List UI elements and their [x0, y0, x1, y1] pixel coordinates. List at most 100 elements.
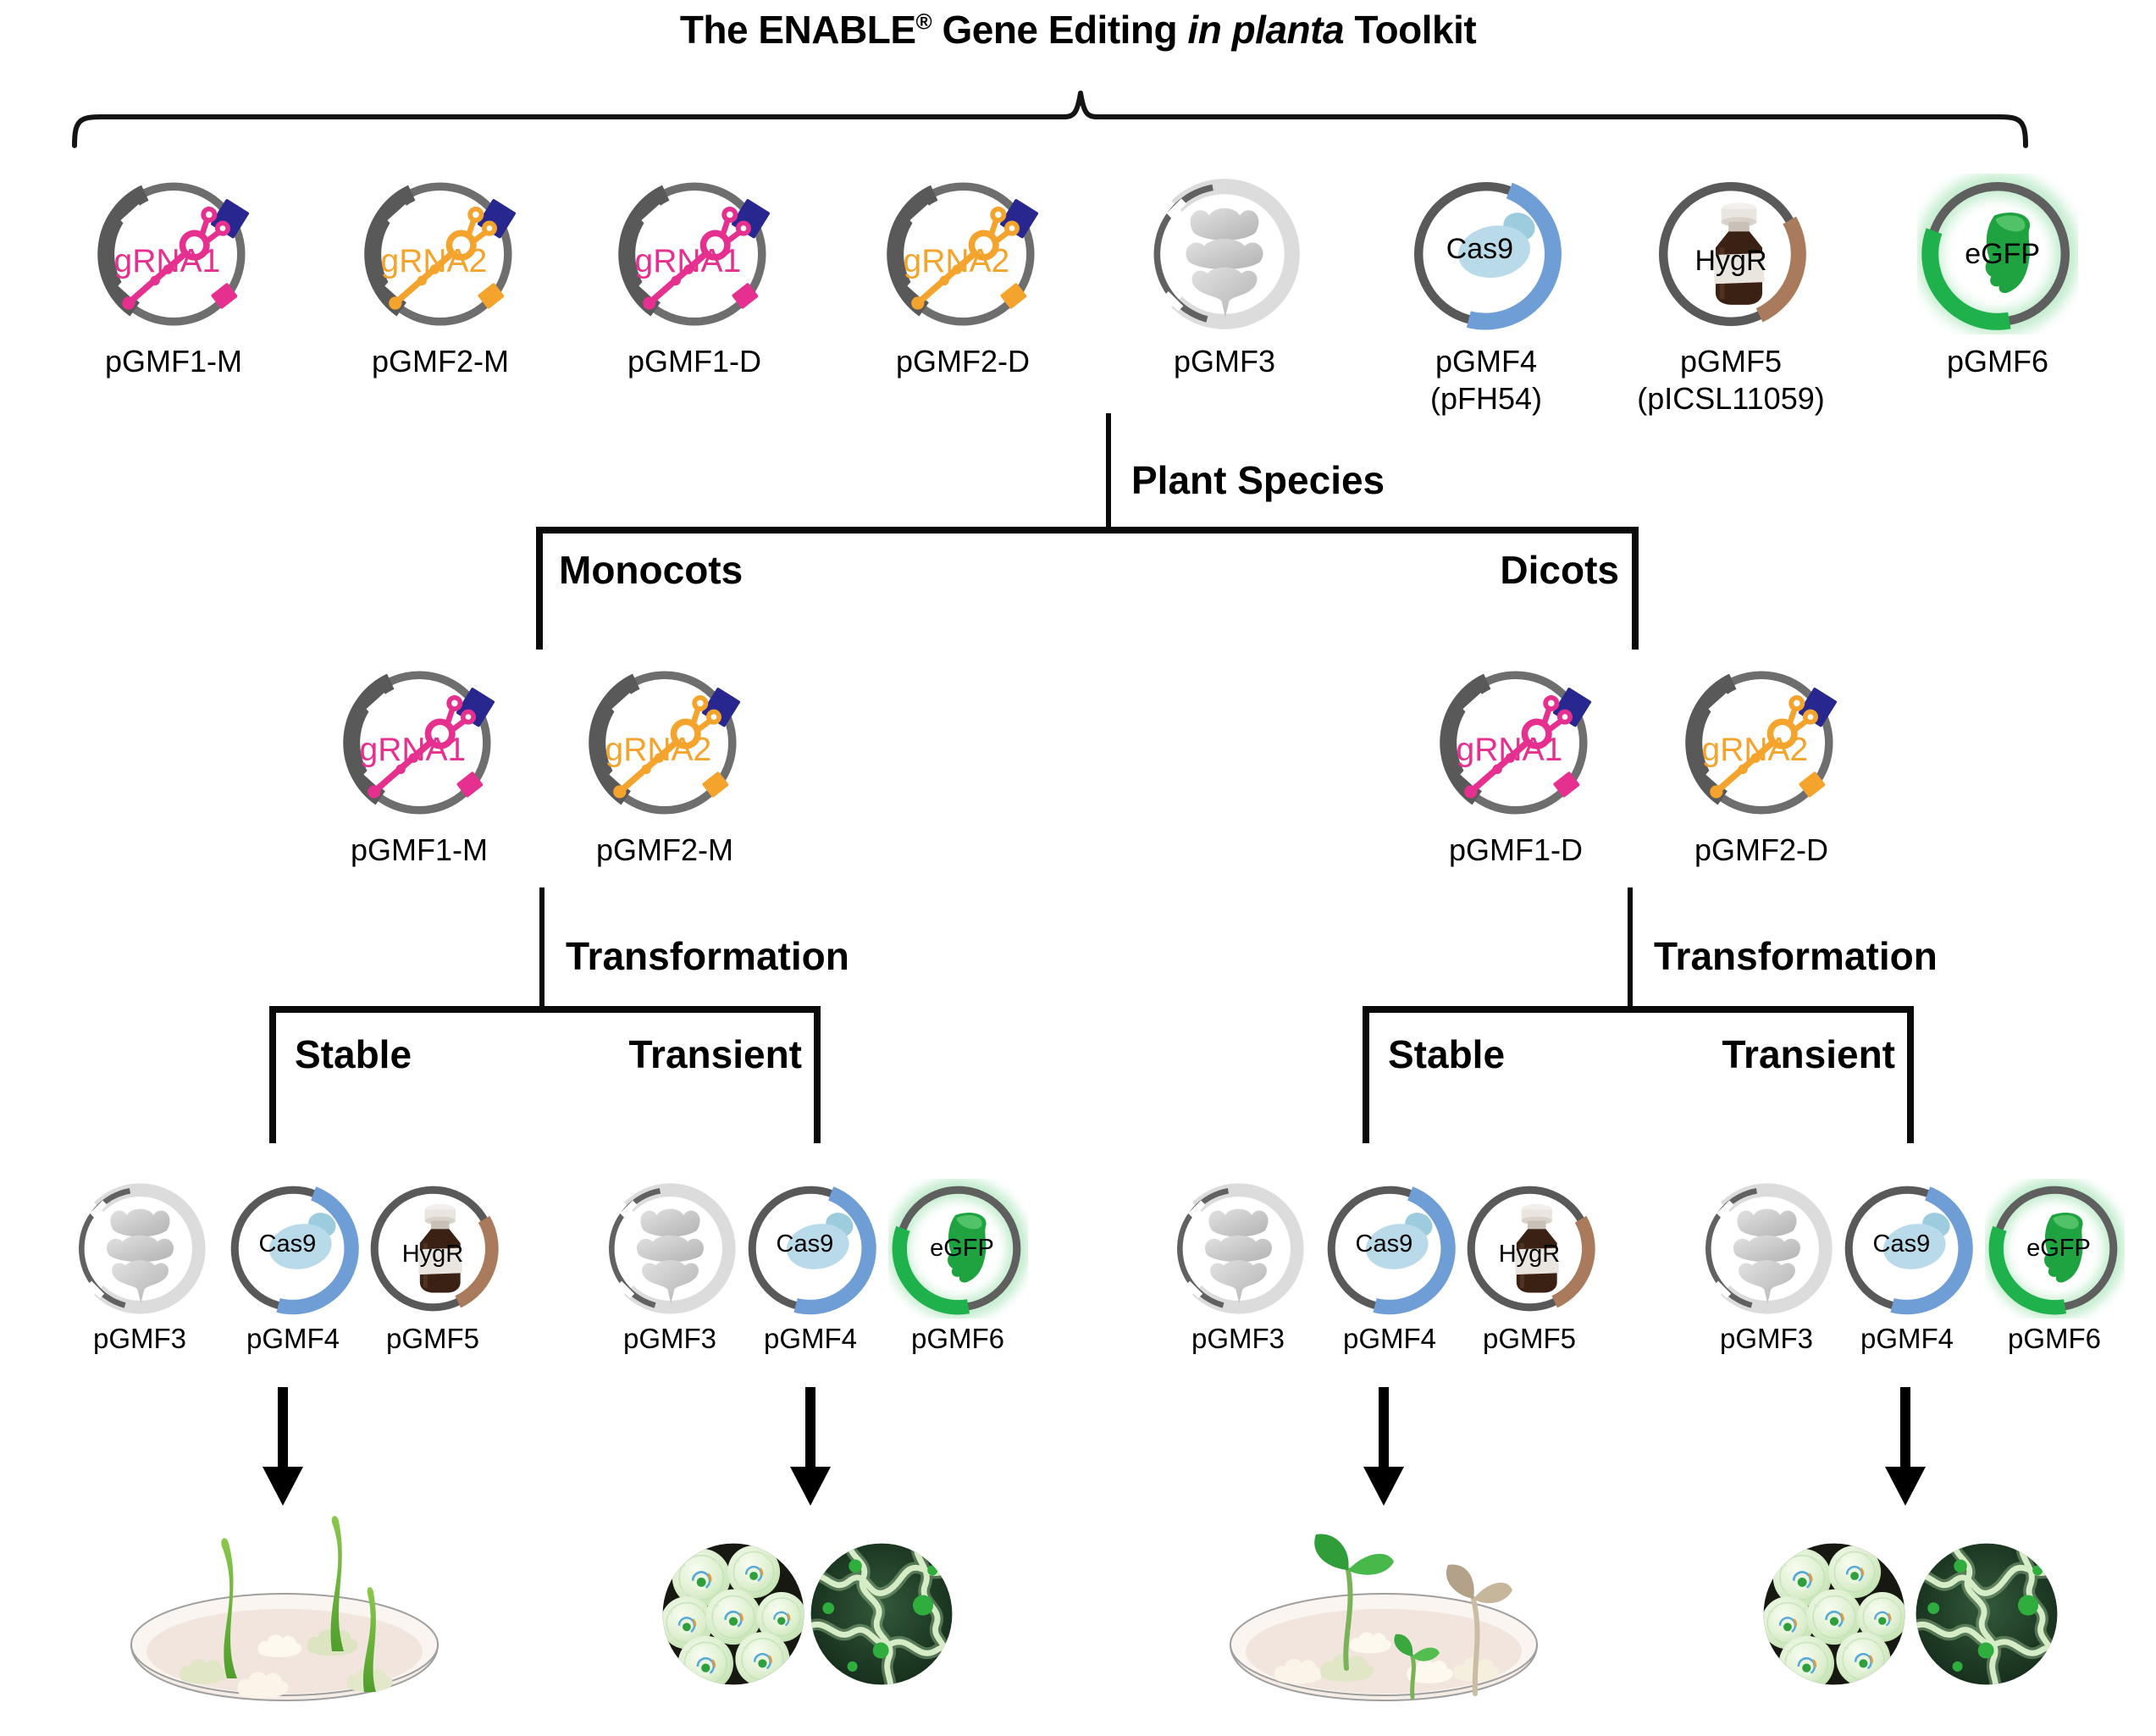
plasmid-name: pGMF6: [910, 1323, 1005, 1354]
plasmid-name: pGMF4: [1435, 344, 1538, 379]
transformation-label-dicots: Transformation: [1654, 934, 1938, 978]
plasmid-pgmf3: pGMF3: [1682, 1179, 1851, 1356]
plasmid-name: pGMF1-D: [1448, 832, 1583, 867]
plasmid-map-hygr: HygR: [363, 1179, 503, 1319]
egfp-insert-label: eGFP: [930, 1235, 994, 1262]
plasmid-name: pGMF3: [1719, 1323, 1814, 1354]
plasmid-alias: (pICSL11059): [1637, 380, 1825, 416]
plasmid-pgmf2-m: gRNA2 pGMF2-M: [563, 662, 766, 869]
protoplast-fluorescence-micrograph: [661, 1541, 806, 1687]
cas9-insert-label: Cas9: [776, 1230, 834, 1258]
plasmid-pgmf1-m: gRNA1 pGMF1-M: [318, 662, 521, 869]
registered-mark: ®: [915, 8, 932, 35]
plasmid-map-egfp: eGFP: [1985, 1179, 2125, 1319]
tree-trunk-transformation-dicots: [1628, 887, 1633, 1011]
down-arrow-icon: [240, 1387, 325, 1506]
egfp-insert-label: eGFP: [1965, 238, 2041, 270]
plasmid-name: pGMF3: [622, 1323, 717, 1354]
tree-branch-bar-species: [539, 527, 1639, 534]
plasmid-name: pGMF4: [763, 1323, 858, 1354]
plasmid-name: pGMF5: [1482, 1323, 1577, 1354]
grna-insert-label: gRNA2: [605, 731, 712, 768]
plasmid-map-grna1: gRNA1: [339, 662, 500, 823]
plasmid-pgmf3: pGMF3: [55, 1179, 224, 1356]
tree-drop-dicots: [1632, 527, 1639, 650]
plasmid-map-grna2: gRNA2: [882, 174, 1043, 334]
tree-trunk-plant-species: [1106, 413, 1111, 532]
grna-insert-label: gRNA2: [1701, 731, 1809, 768]
cas9-insert-label: Cas9: [1446, 233, 1514, 266]
hygr-insert-label: HygR: [1694, 244, 1767, 277]
plasmid-pgmf3: pGMF3: [1123, 174, 1326, 380]
leaf-epidermis-fluorescence-micrograph: [809, 1541, 954, 1687]
plasmid-name: pGMF3: [1191, 1323, 1285, 1354]
plasmid-map-egfp: eGFP: [1917, 174, 2078, 334]
plasmid-map-grna1: gRNA1: [93, 174, 254, 334]
plasmid-name: pGMF2-M: [372, 344, 509, 379]
figure-title: The ENABLE® Gene Editing in planta Toolk…: [679, 8, 1477, 52]
plasmid-pgmf5: HygR pGMF5: [1445, 1179, 1614, 1356]
dicots-label: Dicots: [1500, 548, 1619, 592]
plasmid-pgmf2-d: gRNA2 pGMF2-D: [861, 174, 1064, 380]
plasmid-name: pGMF1-M: [351, 832, 488, 867]
tree-drop-transient-dicots: [1907, 1006, 1914, 1143]
plasmid-map-hygr: HygR: [1650, 174, 1811, 334]
plasmid-map-grna2: gRNA2: [1681, 662, 1842, 823]
tree-drop-stable-monocots: [269, 1006, 276, 1143]
transient-label-dicots: Transient: [1722, 1032, 1895, 1076]
plasmid-pgmf6: eGFP pGMF6: [873, 1179, 1042, 1356]
grna-insert-label: gRNA1: [1456, 731, 1563, 768]
plasmid-name: pGMF4: [246, 1323, 340, 1354]
plasmid-pgmf2-d: gRNA2 pGMF2-D: [1660, 662, 1863, 869]
cas9-insert-label: Cas9: [1355, 1230, 1413, 1258]
monocots-label: Monocots: [559, 548, 744, 592]
plasmid-name: pGMF6: [2007, 1323, 2102, 1354]
hygr-insert-label: HygR: [401, 1240, 464, 1268]
plasmid-name: pGMF5: [385, 1323, 480, 1354]
transient-label-monocots: Transient: [628, 1032, 802, 1076]
grna-insert-label: gRNA2: [903, 242, 1010, 279]
plasmid-map-cas9: Cas9: [1406, 174, 1567, 334]
leaf-epidermis-fluorescence-micrograph: [1914, 1541, 2059, 1687]
petri-dish-dicot-regeneration-illustration: [1218, 1475, 1556, 1736]
title-text: The ENABLE: [679, 8, 916, 52]
plasmid-map-cas9: Cas9: [224, 1179, 363, 1319]
plasmid-map-grna2: gRNA2: [584, 662, 745, 823]
plasmid-name: pGMF4: [1860, 1323, 1954, 1354]
plasmid-pgmf4: Cas9 pGMF4 (pFH54): [1385, 174, 1588, 417]
plasmid-map-scaffold: [1144, 174, 1305, 334]
plasmid-map-cas9: Cas9: [741, 1179, 881, 1319]
plasmid-name: pGMF1-M: [105, 344, 242, 379]
tree-drop-stable-dicots: [1363, 1006, 1369, 1143]
plasmid-map-scaffold: [600, 1179, 740, 1319]
plasmid-pgmf6: eGFP pGMF6: [1970, 1179, 2139, 1356]
plasmid-map-cas9: Cas9: [1320, 1179, 1460, 1319]
plasmid-pgmf5: HygR pGMF5 (pICSL11059): [1629, 174, 1833, 417]
plasmid-pgmf4: Cas9 pGMF4: [208, 1179, 378, 1356]
plasmid-map-grna1: gRNA1: [1435, 662, 1596, 823]
plasmid-pgmf1-d: gRNA1 pGMF1-D: [593, 174, 796, 380]
plasmid-map-egfp: eGFP: [888, 1179, 1028, 1319]
plasmid-map-scaffold: [70, 1179, 210, 1319]
down-arrow-icon: [768, 1387, 853, 1506]
plant-species-label: Plant Species: [1131, 458, 1385, 502]
transformation-label-monocots: Transformation: [566, 934, 849, 978]
tree-trunk-transformation-monocots: [539, 887, 545, 1011]
plasmid-name: pGMF4: [1342, 1323, 1437, 1354]
plasmid-map-grna1: gRNA1: [614, 174, 775, 334]
plasmid-map-scaffold: [1169, 1179, 1308, 1319]
grna-insert-label: gRNA1: [113, 242, 221, 279]
tree-branch-bar-transformation-monocots: [272, 1006, 821, 1013]
plasmid-pgmf1-m: gRNA1 pGMF1-M: [72, 174, 275, 380]
plasmid-name: pGMF2-D: [1694, 832, 1828, 867]
grna-insert-label: gRNA1: [359, 731, 467, 768]
hygr-insert-label: HygR: [1498, 1240, 1561, 1268]
grna-insert-label: gRNA2: [380, 242, 488, 279]
tree-drop-transient-monocots: [814, 1006, 821, 1143]
plasmid-pgmf4: Cas9 pGMF4: [1822, 1179, 1992, 1356]
stable-label-dicots: Stable: [1388, 1032, 1506, 1076]
plasmid-name: pGMF2-D: [895, 344, 1030, 379]
toolkit-brace: [72, 91, 2028, 148]
cas9-insert-label: Cas9: [1872, 1230, 1931, 1258]
